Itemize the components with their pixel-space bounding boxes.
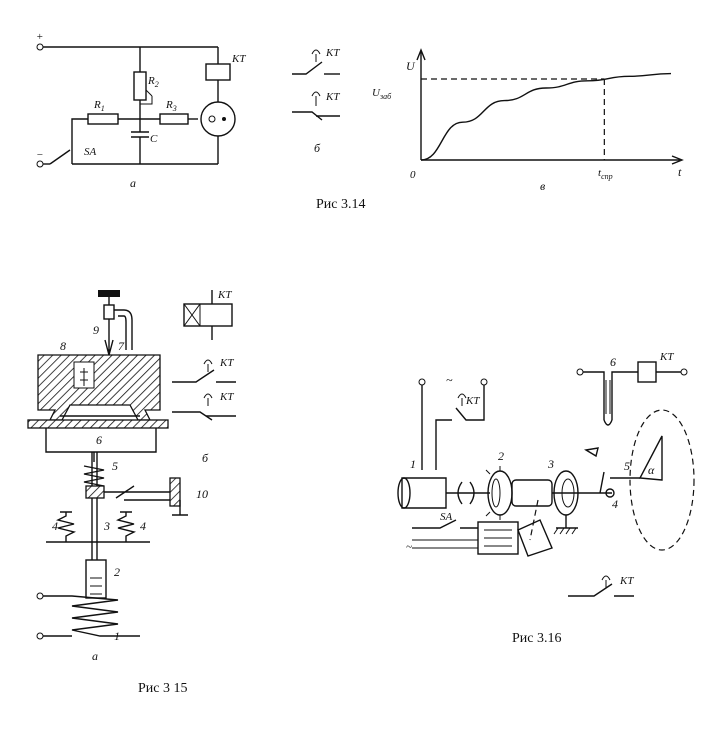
relay-housing [37,354,161,421]
n1-label: 1 [410,457,416,471]
n4b-label: 4 [140,519,146,533]
fig315-sub-a: а [92,649,98,663]
n10-label: 10 [196,487,208,501]
kt-contact2-label: KT [325,91,340,103]
contact-block-10 [169,477,181,507]
spring-4-right [115,511,137,542]
sa-label: SA [440,511,453,523]
fig316-kt-coil [637,361,657,383]
c-label: C [150,133,158,145]
n8-label: 8 [60,339,66,353]
minus-label: − [36,149,43,161]
kt-label: KT [231,53,246,65]
core-2 [85,559,107,599]
n3-label: 3 [103,519,110,533]
coil-1 [43,595,140,637]
fig315-contacts: KT KT KT б [172,289,236,465]
n1-label: 1 [114,629,120,643]
n3-label: 3 [547,457,554,471]
n5-label: 5 [112,459,118,473]
kt-make-contact [292,61,323,75]
fig316-relay: ~ KT 1 2 3 5 4 α [397,351,695,597]
n7-label: 7 [118,339,125,353]
kt-top-label: KT [465,395,480,407]
series-line [420,72,672,161]
resistor-r2 [133,71,147,101]
kt-contact1-label: KT [325,47,340,59]
origin-label: 0 [410,169,416,181]
plus-label: + [36,31,43,43]
sa-label: SA [84,146,97,158]
y-axis-label: U [406,59,416,73]
n5-label: 5 [624,459,630,473]
fig314-sub-v: в [540,179,545,193]
n2-label: 2 [498,449,504,463]
threshold-label: Uзаб [372,87,392,101]
fig315-kt-contact1-label: KT [219,357,234,369]
motor-1 [401,477,447,509]
dial [629,409,695,551]
resistor-r3 [159,113,189,125]
diaphragm-flange [27,419,169,429]
adjust-screw [98,290,120,297]
spring-5 [83,452,105,487]
x-axis-label: t [678,165,682,179]
electromagnet [477,521,519,555]
resistor-r1 [87,113,119,125]
gas-discharge-lamp [200,101,236,137]
fig314-caption: Рис 3.14 [316,197,366,212]
capacitor-c [131,131,149,138]
n6-label: 6 [96,433,102,447]
n6-label: 6 [610,355,616,369]
chart: U t 0 Uзаб tспр в [372,48,684,193]
kt-coil-symbol [183,303,233,327]
ac-label: ~ [446,373,453,387]
alpha-label: α [648,463,655,477]
fig314-circuit: + − SA R1 R2 C R3 KT [36,31,246,190]
n2-label: 2 [114,565,120,579]
n4a-label: 4 [52,519,58,533]
kt-coil [205,63,231,81]
fig314-sub-b: б [314,141,321,155]
fig315-kt-coil-label: KT [217,289,232,301]
marker-label: tспр [598,167,613,181]
spring-4-left [55,511,77,542]
fig314-contacts: KT KT б [292,47,340,155]
plus-terminal [36,43,44,51]
ac2-label: ~ [406,541,412,553]
fig315-sub-b: б [202,451,209,465]
fig315-break-contact [172,411,213,421]
fig315-kt-contact2-label: KT [219,391,234,403]
minus-terminal [36,160,44,168]
kt-break-contact [292,111,323,121]
fig315-make-contact [172,369,215,383]
fig316-kt-coil-label: KT [659,351,674,363]
sa-switch [49,149,71,165]
fig314-sub-a: а [130,176,136,190]
n9-label: 9 [93,323,99,337]
fig316-caption: Рис 3.16 [512,631,562,646]
fig316-make-contact [568,583,613,597]
r2-label: R2 [147,75,159,89]
r3-label: R3 [165,99,177,113]
fig315-caption: Рис 3 15 [138,681,188,696]
n4-label: 4 [612,497,618,511]
fig316-kt-contact-label: KT [619,575,634,587]
r1-label: R1 [93,99,105,113]
fig315-relay: 9 8 7 6 5 10 4 4 3 2 [27,290,208,663]
